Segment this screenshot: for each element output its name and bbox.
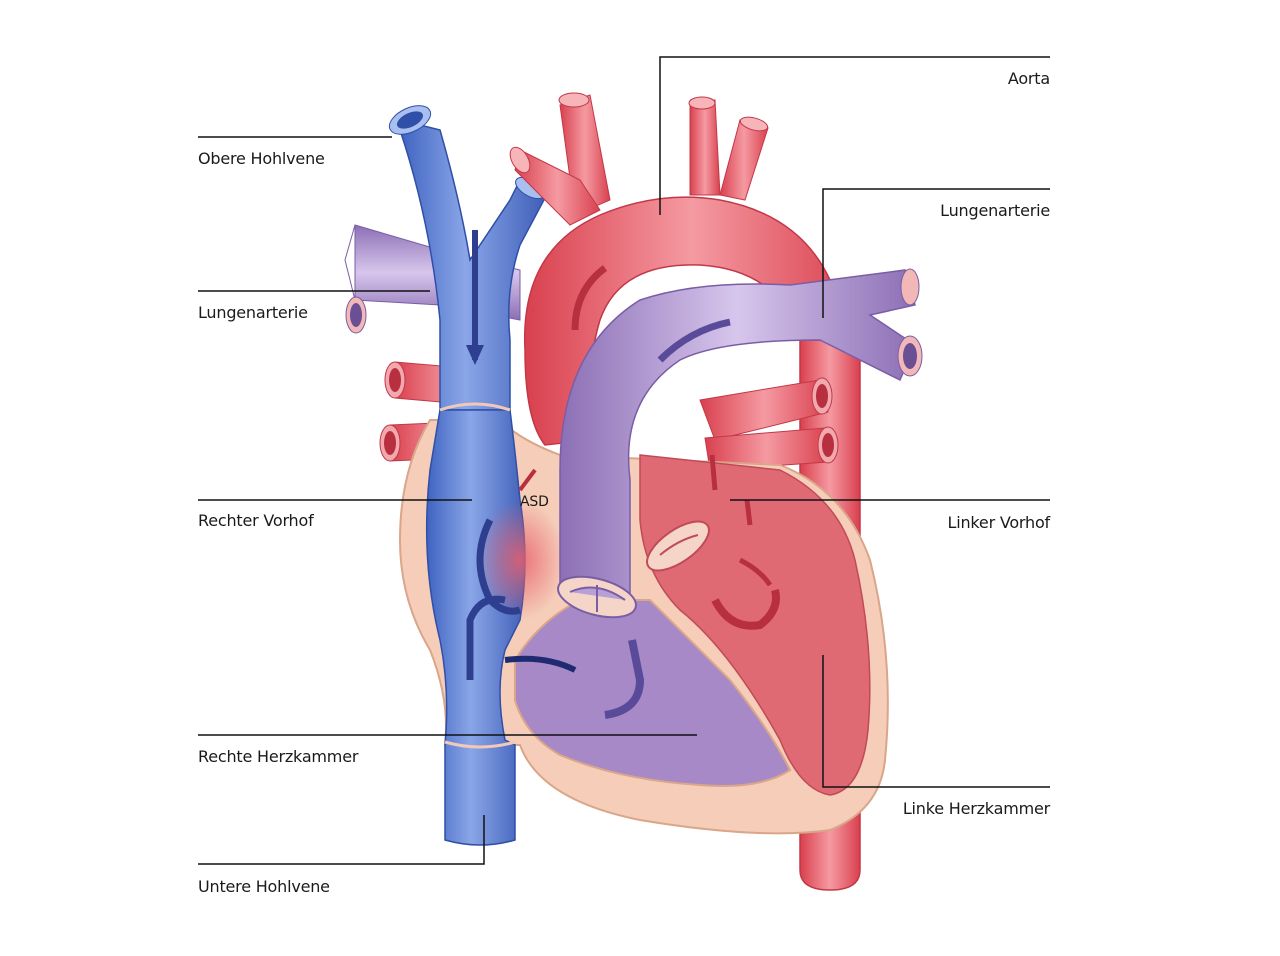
label-lungenarterie-left: Lungenarterie — [198, 303, 308, 322]
leader-lines — [198, 56, 1050, 865]
right-ventricle — [514, 599, 792, 787]
label-linke-herzkammer: Linke Herzkammer — [902, 799, 1050, 818]
label-linker-vorhof: Linker Vorhof — [947, 513, 1051, 532]
label-rechter-vorhof: Rechter Vorhof — [198, 511, 314, 530]
label-untere-hohlvene: Untere Hohlvene — [198, 877, 330, 896]
label-lungenarterie-right: Lungenarterie — [940, 201, 1050, 220]
pulmonary-trunk — [557, 268, 923, 619]
mitral-valve — [646, 520, 710, 572]
pulmonary-veins-left — [699, 377, 839, 471]
aortic-arch — [509, 92, 862, 446]
asd-mixing — [475, 500, 565, 620]
label-obere-hohlvene: Obere Hohlvene — [198, 149, 325, 168]
label-asd: ASD — [520, 494, 549, 510]
flow-arrows — [466, 230, 780, 719]
label-aorta: Aorta — [1007, 69, 1050, 88]
label-rechte-herzkammer: Rechte Herzkammer — [198, 747, 359, 766]
